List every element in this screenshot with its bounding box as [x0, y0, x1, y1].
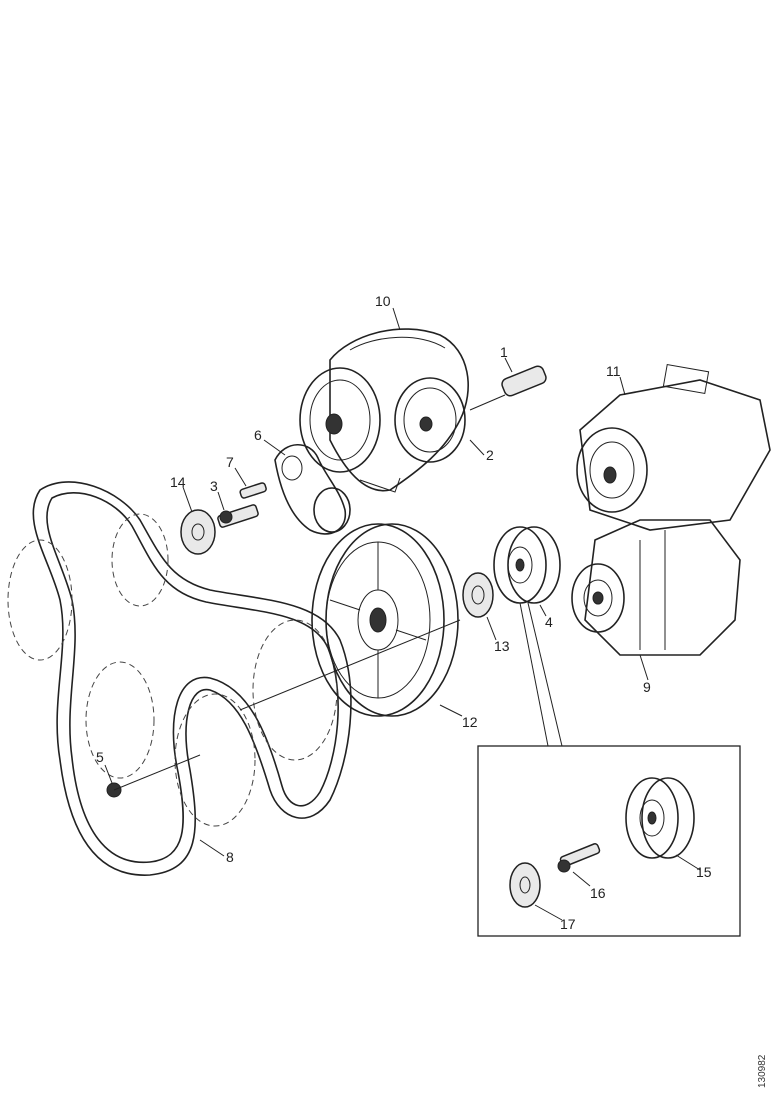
callout-10: 10	[375, 293, 391, 309]
callout-2: 2	[486, 447, 494, 463]
detail-bolt[interactable]	[557, 843, 601, 873]
callout-1: 1	[500, 344, 508, 360]
idler-washer[interactable]	[462, 572, 494, 618]
callout-11: 11	[606, 363, 621, 379]
alternator-pulley[interactable]	[394, 377, 466, 463]
document-number: 130982	[757, 1054, 768, 1088]
belt-tensioner[interactable]	[274, 444, 351, 535]
callout-9: 9	[643, 679, 651, 695]
serpentine-belt	[32, 481, 352, 876]
pulley-washer[interactable]	[180, 509, 216, 555]
detail-washer[interactable]	[509, 862, 541, 908]
callout-8: 8	[226, 849, 234, 865]
callout-5: 5	[96, 749, 104, 765]
pulley-bolt[interactable]	[217, 504, 259, 528]
callout-3: 3	[210, 478, 218, 494]
callout-15: 15	[696, 864, 712, 880]
idler-pulley[interactable]	[493, 526, 561, 604]
detail-box	[477, 745, 741, 937]
detail-leaders	[519, 602, 563, 747]
callout-17: 17	[560, 916, 576, 932]
callout-4: 4	[545, 614, 553, 630]
spacer-sleeve[interactable]	[469, 364, 548, 411]
callout-leaders	[104, 307, 701, 921]
callout-16: 16	[590, 885, 606, 901]
alternator-housing	[329, 328, 469, 493]
callout-6: 6	[254, 427, 262, 443]
crankshaft-pulley[interactable]	[239, 523, 461, 717]
crankshaft-bolt[interactable]	[106, 754, 201, 798]
alternator[interactable]	[571, 519, 741, 656]
callout-13: 13	[494, 638, 510, 654]
tensioner-bolt[interactable]	[239, 482, 267, 499]
hidden-pulley-outlines	[7, 513, 338, 827]
callout-7: 7	[226, 454, 234, 470]
callout-14: 14	[170, 474, 186, 490]
callout-12: 12	[462, 714, 478, 730]
ac-compressor[interactable]	[576, 363, 771, 531]
callout-labels: 1 2 3 4 5 6 7 8 9 10 11 12 13 14 15 16 1…	[96, 293, 712, 932]
crankshaft-pulley-upper	[299, 367, 381, 473]
detail-idler-pulley[interactable]	[625, 777, 695, 859]
